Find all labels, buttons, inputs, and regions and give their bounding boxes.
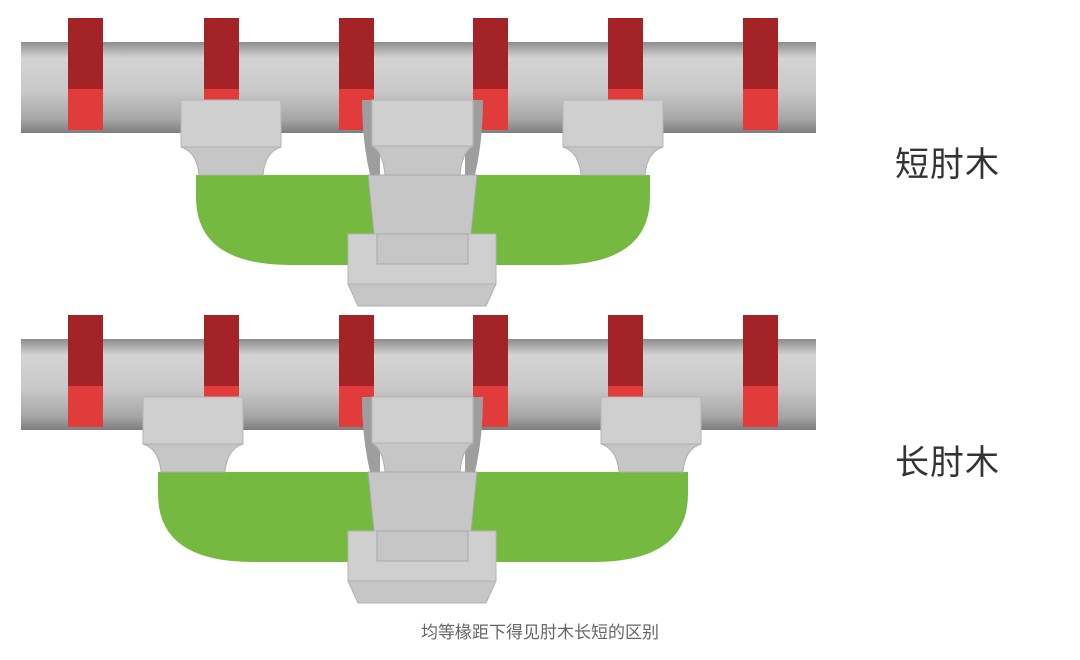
caption-text: 均等椽距下得见肘木长短的区别 <box>421 623 659 643</box>
rafter-lower-1 <box>68 89 103 130</box>
bearing-block-left-top <box>180 99 282 148</box>
bearing-block-right-base <box>562 146 664 176</box>
long-arm-label: 长肘木 <box>895 443 1000 483</box>
rafter-upper-2 <box>204 18 239 89</box>
center-post-lower <box>376 233 469 265</box>
rafter-upper-6 <box>743 18 778 89</box>
bearing-block-left-base <box>142 443 244 473</box>
short-arm-label: 短肘木 <box>895 145 1000 185</box>
rafter-upper-1 <box>68 315 103 386</box>
rafter-upper-3 <box>339 315 374 386</box>
rafter-lower-1 <box>68 386 103 427</box>
center-block-base <box>371 442 474 473</box>
bearing-block-right-top <box>600 396 702 445</box>
bracket-assembly-short <box>21 18 816 307</box>
bearing-block-right-top <box>562 99 664 148</box>
rafter-upper-4 <box>473 315 508 386</box>
bracket-assembly-long <box>21 315 816 604</box>
cap-block-base <box>347 580 497 604</box>
cap-block-base <box>347 283 497 307</box>
rafter-upper-6 <box>743 315 778 386</box>
center-block-top <box>371 99 474 147</box>
rafter-upper-2 <box>204 315 239 386</box>
bearing-block-left-base <box>180 146 282 176</box>
rafter-upper-4 <box>473 18 508 89</box>
rafter-upper-5 <box>608 18 643 89</box>
center-post-lower <box>376 530 469 562</box>
rafter-upper-1 <box>68 18 103 89</box>
center-block-top <box>371 396 474 444</box>
rafter-lower-6 <box>743 89 778 130</box>
center-block-base <box>371 145 474 176</box>
rafter-upper-3 <box>339 18 374 89</box>
bearing-block-right-base <box>600 443 702 473</box>
rafter-lower-6 <box>743 386 778 427</box>
bearing-block-left-top <box>142 396 244 445</box>
rafter-upper-5 <box>608 315 643 386</box>
